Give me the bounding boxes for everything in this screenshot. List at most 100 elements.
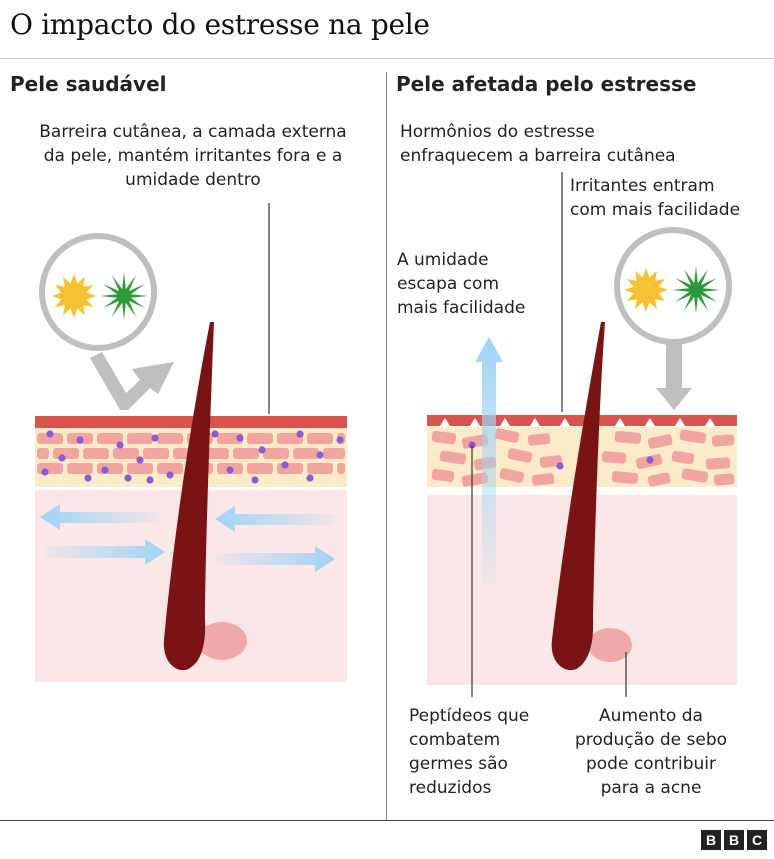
irritant-green-icon bbox=[100, 272, 148, 320]
weakened-barrier bbox=[427, 415, 737, 426]
skin-cell bbox=[713, 473, 735, 486]
irritant-green-icon bbox=[672, 266, 720, 314]
irritants-label: Irritantes entram com mais facilidade bbox=[570, 174, 740, 222]
bottom-rule bbox=[0, 820, 774, 821]
barrier-crack bbox=[500, 418, 510, 426]
peptides-label: Peptídeos que combatem germes são reduzi… bbox=[409, 704, 529, 800]
moisture-molecule bbox=[556, 462, 564, 470]
barrier-crack bbox=[645, 418, 655, 426]
barrier-crack bbox=[530, 418, 540, 426]
skin-cell bbox=[263, 448, 289, 459]
moisture-label-line: escapa com bbox=[397, 274, 499, 294]
moisture-molecule bbox=[336, 436, 344, 444]
moisture-molecule bbox=[101, 466, 109, 474]
skin-cell bbox=[37, 463, 63, 474]
moisture-molecule bbox=[46, 430, 54, 438]
skin-cell bbox=[247, 433, 273, 444]
sebum-label-line: para a acne bbox=[600, 778, 702, 798]
sebaceous-gland bbox=[588, 628, 632, 662]
moisture-label-line: A umidade bbox=[397, 250, 489, 270]
moisture-molecule bbox=[146, 476, 154, 484]
skin-cell bbox=[247, 463, 273, 474]
moisture-molecule bbox=[41, 468, 49, 476]
logo-letter: C bbox=[747, 830, 767, 850]
barrier-crack bbox=[615, 418, 625, 426]
skin-cell bbox=[494, 428, 520, 443]
peptides-label-line: combatem bbox=[409, 730, 501, 750]
moisture-molecule bbox=[76, 436, 84, 444]
moisture-molecule bbox=[166, 471, 174, 479]
peptides-label-line: germes são bbox=[409, 754, 508, 774]
skin-cell bbox=[461, 472, 489, 487]
moisture-molecule bbox=[211, 430, 219, 438]
skin-cell bbox=[53, 448, 79, 459]
skin-cell bbox=[679, 429, 707, 444]
skin-cell bbox=[83, 448, 109, 459]
barrier-crack bbox=[470, 418, 480, 426]
skin-cell bbox=[217, 433, 243, 444]
skin-cell bbox=[507, 448, 533, 463]
moisture-arrow-right-icon bbox=[45, 539, 165, 565]
skin-cell bbox=[157, 463, 183, 474]
moisture-molecule bbox=[316, 451, 324, 459]
skin-cell bbox=[647, 434, 673, 449]
moisture-label: A umidade escapa com mais facilidade bbox=[397, 248, 525, 320]
moisture-molecule bbox=[236, 434, 244, 442]
skin-cell bbox=[293, 448, 319, 459]
skin-cell bbox=[439, 450, 467, 465]
skin-cell bbox=[277, 463, 303, 474]
barrier-crack bbox=[705, 418, 715, 426]
skin-cell bbox=[113, 448, 139, 459]
irritant-yellow-icon bbox=[52, 274, 96, 318]
top-rule bbox=[0, 58, 774, 59]
right-heading: Pele afetada pelo estresse bbox=[396, 72, 697, 96]
sebaceous-gland bbox=[197, 622, 247, 660]
moisture-arrow-left-icon bbox=[215, 506, 335, 532]
skin-cell bbox=[37, 433, 63, 444]
skin-cell bbox=[307, 463, 333, 474]
skin-cell bbox=[143, 448, 169, 459]
sebum-label-line: pode contribuir bbox=[585, 754, 717, 774]
hair-follicle bbox=[551, 322, 605, 671]
moisture-molecule bbox=[58, 454, 66, 462]
logo-letter: B bbox=[724, 830, 744, 850]
sebum-label-line: Aumento da bbox=[599, 706, 703, 726]
moisture-molecule bbox=[281, 461, 289, 469]
moisture-molecule bbox=[258, 446, 266, 454]
magnifier-icon bbox=[614, 227, 732, 345]
skin-cell bbox=[499, 468, 525, 483]
moisture-molecule bbox=[116, 441, 124, 449]
panel-divider bbox=[386, 72, 387, 820]
moisture-molecule bbox=[646, 456, 654, 464]
stressed-skin-diagram bbox=[427, 172, 737, 697]
skin-cell bbox=[531, 473, 555, 486]
page-title: O impacto do estresse na pele bbox=[10, 8, 430, 41]
barrier-label-line: Barreira cutânea, a camada externa bbox=[39, 122, 347, 142]
skin-cell bbox=[127, 463, 153, 474]
hormones-label-line: enfraquecem a barreira cutânea bbox=[400, 146, 676, 166]
peptides-label-line: reduzidos bbox=[409, 778, 492, 798]
skin-cell bbox=[337, 463, 345, 474]
skin-cell bbox=[37, 448, 49, 459]
sebum-label-line: produção de sebo bbox=[574, 730, 728, 750]
skin-cell bbox=[67, 463, 93, 474]
skin-cell bbox=[431, 468, 455, 483]
moisture-arrow-right-icon bbox=[215, 546, 335, 572]
barrier-crack bbox=[560, 418, 570, 426]
bbc-logo: B B C bbox=[701, 830, 767, 850]
peptides-label-line: Peptídeos que bbox=[409, 706, 530, 726]
deflection-arrow-icon bbox=[90, 352, 174, 410]
moisture-molecule bbox=[151, 434, 159, 442]
moisture-molecule bbox=[251, 476, 259, 484]
skin-cell bbox=[614, 431, 642, 444]
irritants-label-line: Irritantes entram bbox=[570, 176, 715, 196]
skin-cell bbox=[157, 433, 183, 444]
moisture-molecule bbox=[306, 474, 314, 482]
entering-arrow-icon bbox=[656, 342, 692, 410]
barrier-label: Barreira cutânea, a camada externa da pe… bbox=[0, 120, 386, 192]
irritants-label-line: com mais facilidade bbox=[570, 200, 741, 220]
hair-follicle bbox=[163, 322, 214, 671]
barrier-crack bbox=[440, 418, 450, 426]
healthy-skin-diagram bbox=[35, 203, 347, 682]
